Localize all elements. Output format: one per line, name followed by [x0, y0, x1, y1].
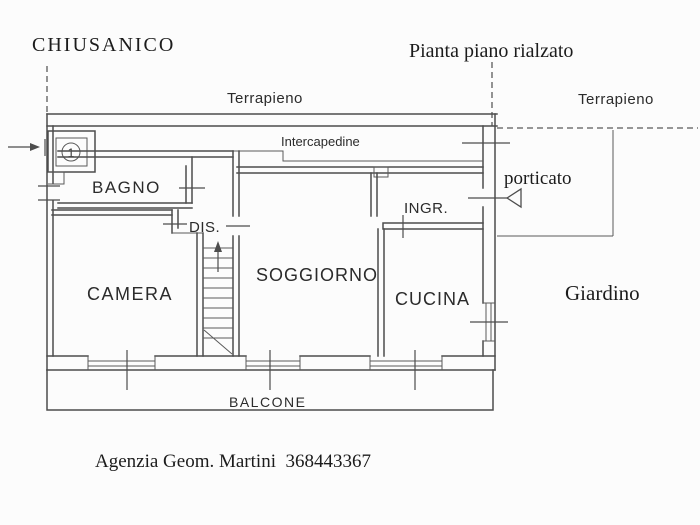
- porticato-label: porticato: [504, 168, 572, 189]
- door-swing-triangle-icon: [505, 187, 522, 209]
- plan-subtitle: Pianta piano rialzato: [409, 40, 573, 62]
- balcony: [46, 369, 494, 411]
- porticato-outline: [497, 130, 614, 237]
- terrapieno-right-label: Terrapieno: [578, 91, 654, 108]
- intercapedine-label: Intercapedine: [281, 134, 360, 149]
- ingresso-label: INGR.: [404, 200, 448, 217]
- entrance-number-circle: [61, 142, 81, 162]
- stair-direction-arrow-icon: [214, 241, 222, 272]
- camera-label: CAMERA: [87, 284, 173, 304]
- room-walls: [51, 150, 484, 357]
- soggiorno-label: SOGGIORNO: [256, 265, 378, 285]
- windows-and-doors: [87, 197, 508, 390]
- entrance-number: 1: [68, 146, 75, 160]
- giardino-label: Giardino: [565, 281, 640, 305]
- entrance-arrow-icon: [8, 139, 46, 156]
- dis-label: DIS.: [189, 219, 220, 236]
- cucina-label: CUCINA: [395, 289, 470, 309]
- entrance: 1: [8, 130, 96, 201]
- page-title: CHIUSANICO: [32, 34, 175, 56]
- dashed-boundary-lines: [46, 62, 698, 129]
- bagno-label: BAGNO: [92, 178, 161, 197]
- balcone-label: BALCONE: [229, 394, 306, 410]
- staircase: [203, 241, 233, 355]
- building-outer-walls: [46, 113, 498, 371]
- agency-footer-text: Agenzia Geom. Martini 368443367: [95, 451, 371, 472]
- terrapieno-left-label: Terrapieno: [227, 90, 303, 107]
